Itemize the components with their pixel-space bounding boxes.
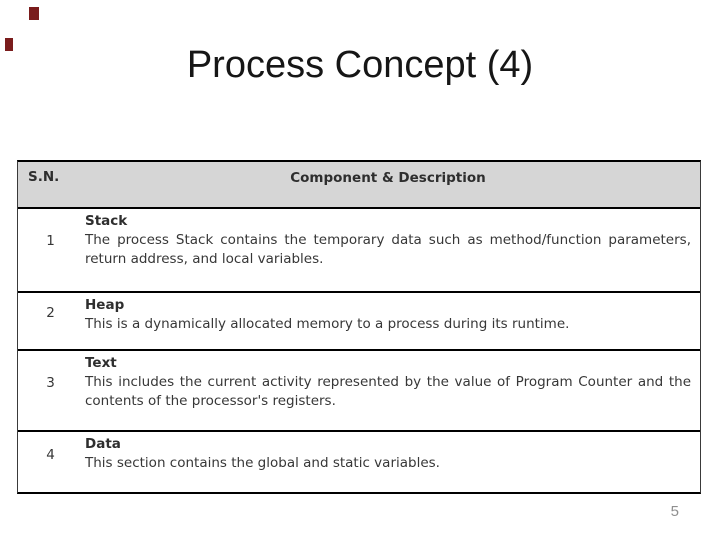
row-number: 3 <box>46 375 55 391</box>
row-number: 4 <box>46 447 55 463</box>
component-description: This is a dynamically allocated memory t… <box>85 316 570 332</box>
accent-mark-top <box>29 7 39 20</box>
component-name: Heap <box>85 297 125 313</box>
row-number: 2 <box>46 305 55 321</box>
table-header-row: S.N. Component & Description <box>18 162 700 207</box>
column-header-component: Component & Description <box>290 170 486 186</box>
component-name: Text <box>85 355 117 371</box>
accent-mark-left <box>5 38 13 51</box>
slide-title: Process Concept (4) <box>186 44 534 86</box>
column-header-sn: S.N. <box>28 169 60 185</box>
component-name: Stack <box>85 213 128 229</box>
row-number: 1 <box>46 233 55 249</box>
component-name: Data <box>85 436 121 452</box>
component-description: This includes the current activity repre… <box>85 374 691 409</box>
component-description: The process Stack contains the temporary… <box>85 232 691 267</box>
component-description: This section contains the global and sta… <box>85 455 440 471</box>
page-number: 5 <box>670 503 679 520</box>
